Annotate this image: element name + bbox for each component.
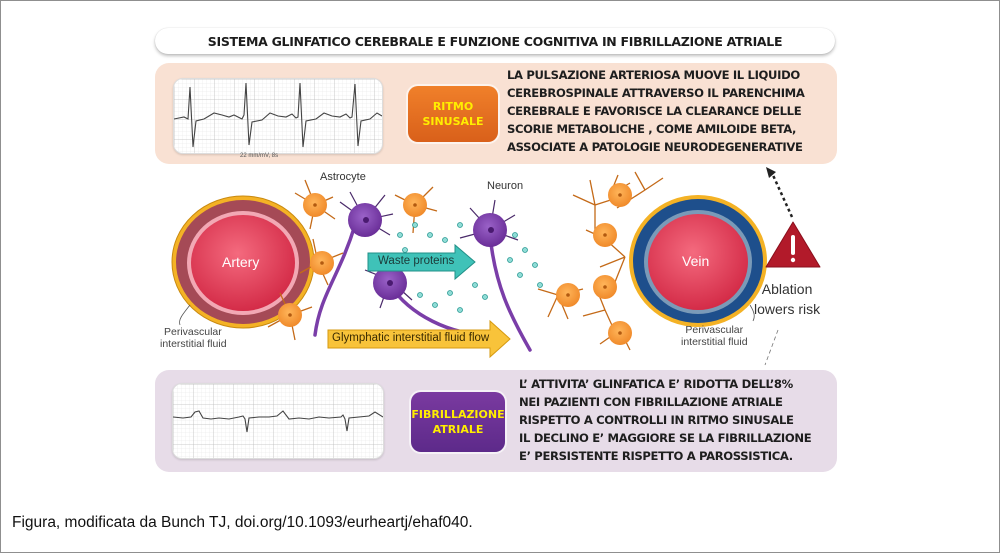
atrial-fibrillation-description: L’ ATTIVITA’ GLINFATICA E’ RIDOTTA DELL’…: [519, 375, 812, 465]
astrocyte-bodies: [278, 183, 632, 345]
label-line: interstitial fluid: [160, 338, 227, 350]
ecg-sinus-trace: [174, 79, 382, 153]
neuron-label: Neuron: [487, 180, 524, 192]
arrowhead-icon: [766, 167, 776, 178]
waste-protein-particles: [397, 222, 543, 313]
text-line: RISPETTO A CONTROLLI IN RITMO SINUSALE: [519, 413, 794, 427]
badge-line: RITMO: [432, 100, 474, 113]
label-line: Ablation: [761, 281, 813, 297]
glymphatic-diagram: Artery Vein Astrocyte Neuron Waste prote…: [150, 165, 850, 370]
glymphatic-illustration: [171, 167, 821, 366]
text-line: LA PULSAZIONE ARTERIOSA MUOVE IL LIQUIDO: [507, 68, 800, 82]
sinus-rhythm-description: LA PULSAZIONE ARTERIOSA MUOVE IL LIQUIDO…: [507, 66, 805, 156]
text-line: ASSOCIATE A PATOLOGIE NEURODEGENERATIVE: [507, 140, 803, 154]
text-line: SCORIE METABOLICHE , COME AMILOIDE BETA,: [507, 122, 797, 136]
atrial-fibrillation-badge: FIBRILLAZIONE ATRIALE: [411, 392, 505, 452]
text-line: CEREBRALE E FAVORISCE LA CLEARANCE DELLE: [507, 104, 802, 118]
ablation-arrow-down: [764, 329, 779, 366]
label-line: interstitial fluid: [681, 336, 748, 348]
leader-line: [749, 304, 755, 322]
perivascular-right-label: Perivascular interstitial fluid: [681, 324, 748, 348]
glymphatic-flow-label: Glymphatic interstitial fluid flow: [332, 332, 490, 344]
artery-label: Artery: [222, 254, 260, 270]
ecg-af-trace: [173, 384, 383, 458]
leader-line: [179, 304, 191, 326]
figure-title: SISTEMA GLINFATICO CEREBRALE E FUNZIONE …: [155, 28, 835, 54]
figure-title-text: SISTEMA GLINFATICO CEREBRALE E FUNZIONE …: [207, 33, 783, 49]
warning-triangle-icon: [765, 221, 821, 268]
astrocyte-label: Astrocyte: [320, 171, 366, 183]
ablation-arrow-up: [770, 172, 794, 218]
label-line: Perivascular: [685, 324, 744, 336]
neuron-bodies: [348, 203, 507, 300]
waste-proteins-arrow: [367, 243, 476, 281]
vein-label: Vein: [682, 253, 710, 269]
text-line: CEREBROSPINALE ATTRAVERSO IL PARENCHIMA: [507, 86, 805, 100]
atrial-fibrillation-ecg: [172, 383, 384, 459]
badge-line: FIBRILLAZIONE: [411, 408, 505, 421]
badge-line: SINUSALE: [422, 115, 484, 128]
badge-line: ATRIALE: [432, 423, 484, 436]
glymphatic-flow-arrow: [327, 319, 511, 359]
ecg-scale-caption: 22 mm/mV, 8s: [240, 153, 279, 159]
text-line: IL DECLINO E’ MAGGIORE SE LA FIBRILLAZIO…: [519, 431, 812, 445]
figure-caption: Figura, modificata da Bunch TJ, doi.org/…: [12, 514, 473, 531]
waste-proteins-label: Waste proteins: [378, 255, 455, 267]
ablation-label: Ablation lowers risk: [754, 279, 820, 319]
sinus-rhythm-ecg: [173, 78, 383, 154]
label-line: Perivascular: [164, 326, 222, 338]
text-line: NEI PAZIENTI CON FIBRILLAZIONE ATRIALE: [519, 395, 783, 409]
perivascular-left-label: Perivascular interstitial fluid: [160, 326, 227, 350]
vein: [629, 195, 767, 327]
label-line: lowers risk: [754, 301, 821, 317]
text-line: L’ ATTIVITA’ GLINFATICA E’ RIDOTTA DELL’…: [519, 377, 793, 391]
sinus-rhythm-badge: RITMO SINUSALE: [408, 86, 498, 142]
text-line: E’ PERSISTENTE RISPETTO A PAROSSISTICA.: [519, 449, 793, 463]
